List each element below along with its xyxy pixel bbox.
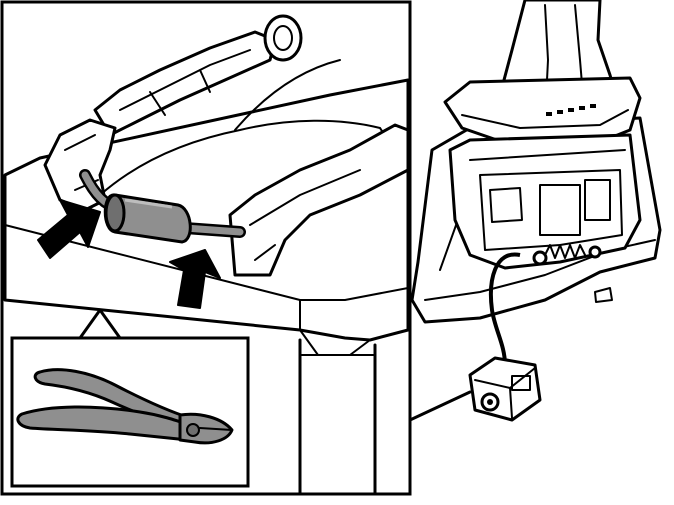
ferrite-sleeve <box>103 193 192 244</box>
selector-spring <box>544 244 586 259</box>
cable-connector-detail <box>3 14 410 496</box>
cable-connector <box>468 356 542 422</box>
tool-callout-leader <box>78 308 122 340</box>
detail-leader-line <box>408 390 472 422</box>
gear-indicator-marks <box>546 104 596 116</box>
arrow-left <box>37 199 101 259</box>
gear-selector-assembly <box>410 0 662 422</box>
side-cutter-pliers-icon <box>16 368 234 445</box>
selector-bezel <box>443 76 642 150</box>
pliers-pivot <box>186 423 200 437</box>
arrow-right <box>169 249 221 309</box>
pliers-lower-handle <box>16 405 192 442</box>
right-retaining-clip <box>228 123 410 277</box>
sensor-cable <box>488 252 521 366</box>
back-plug-knob <box>263 14 303 62</box>
arrow-icon <box>37 199 221 309</box>
